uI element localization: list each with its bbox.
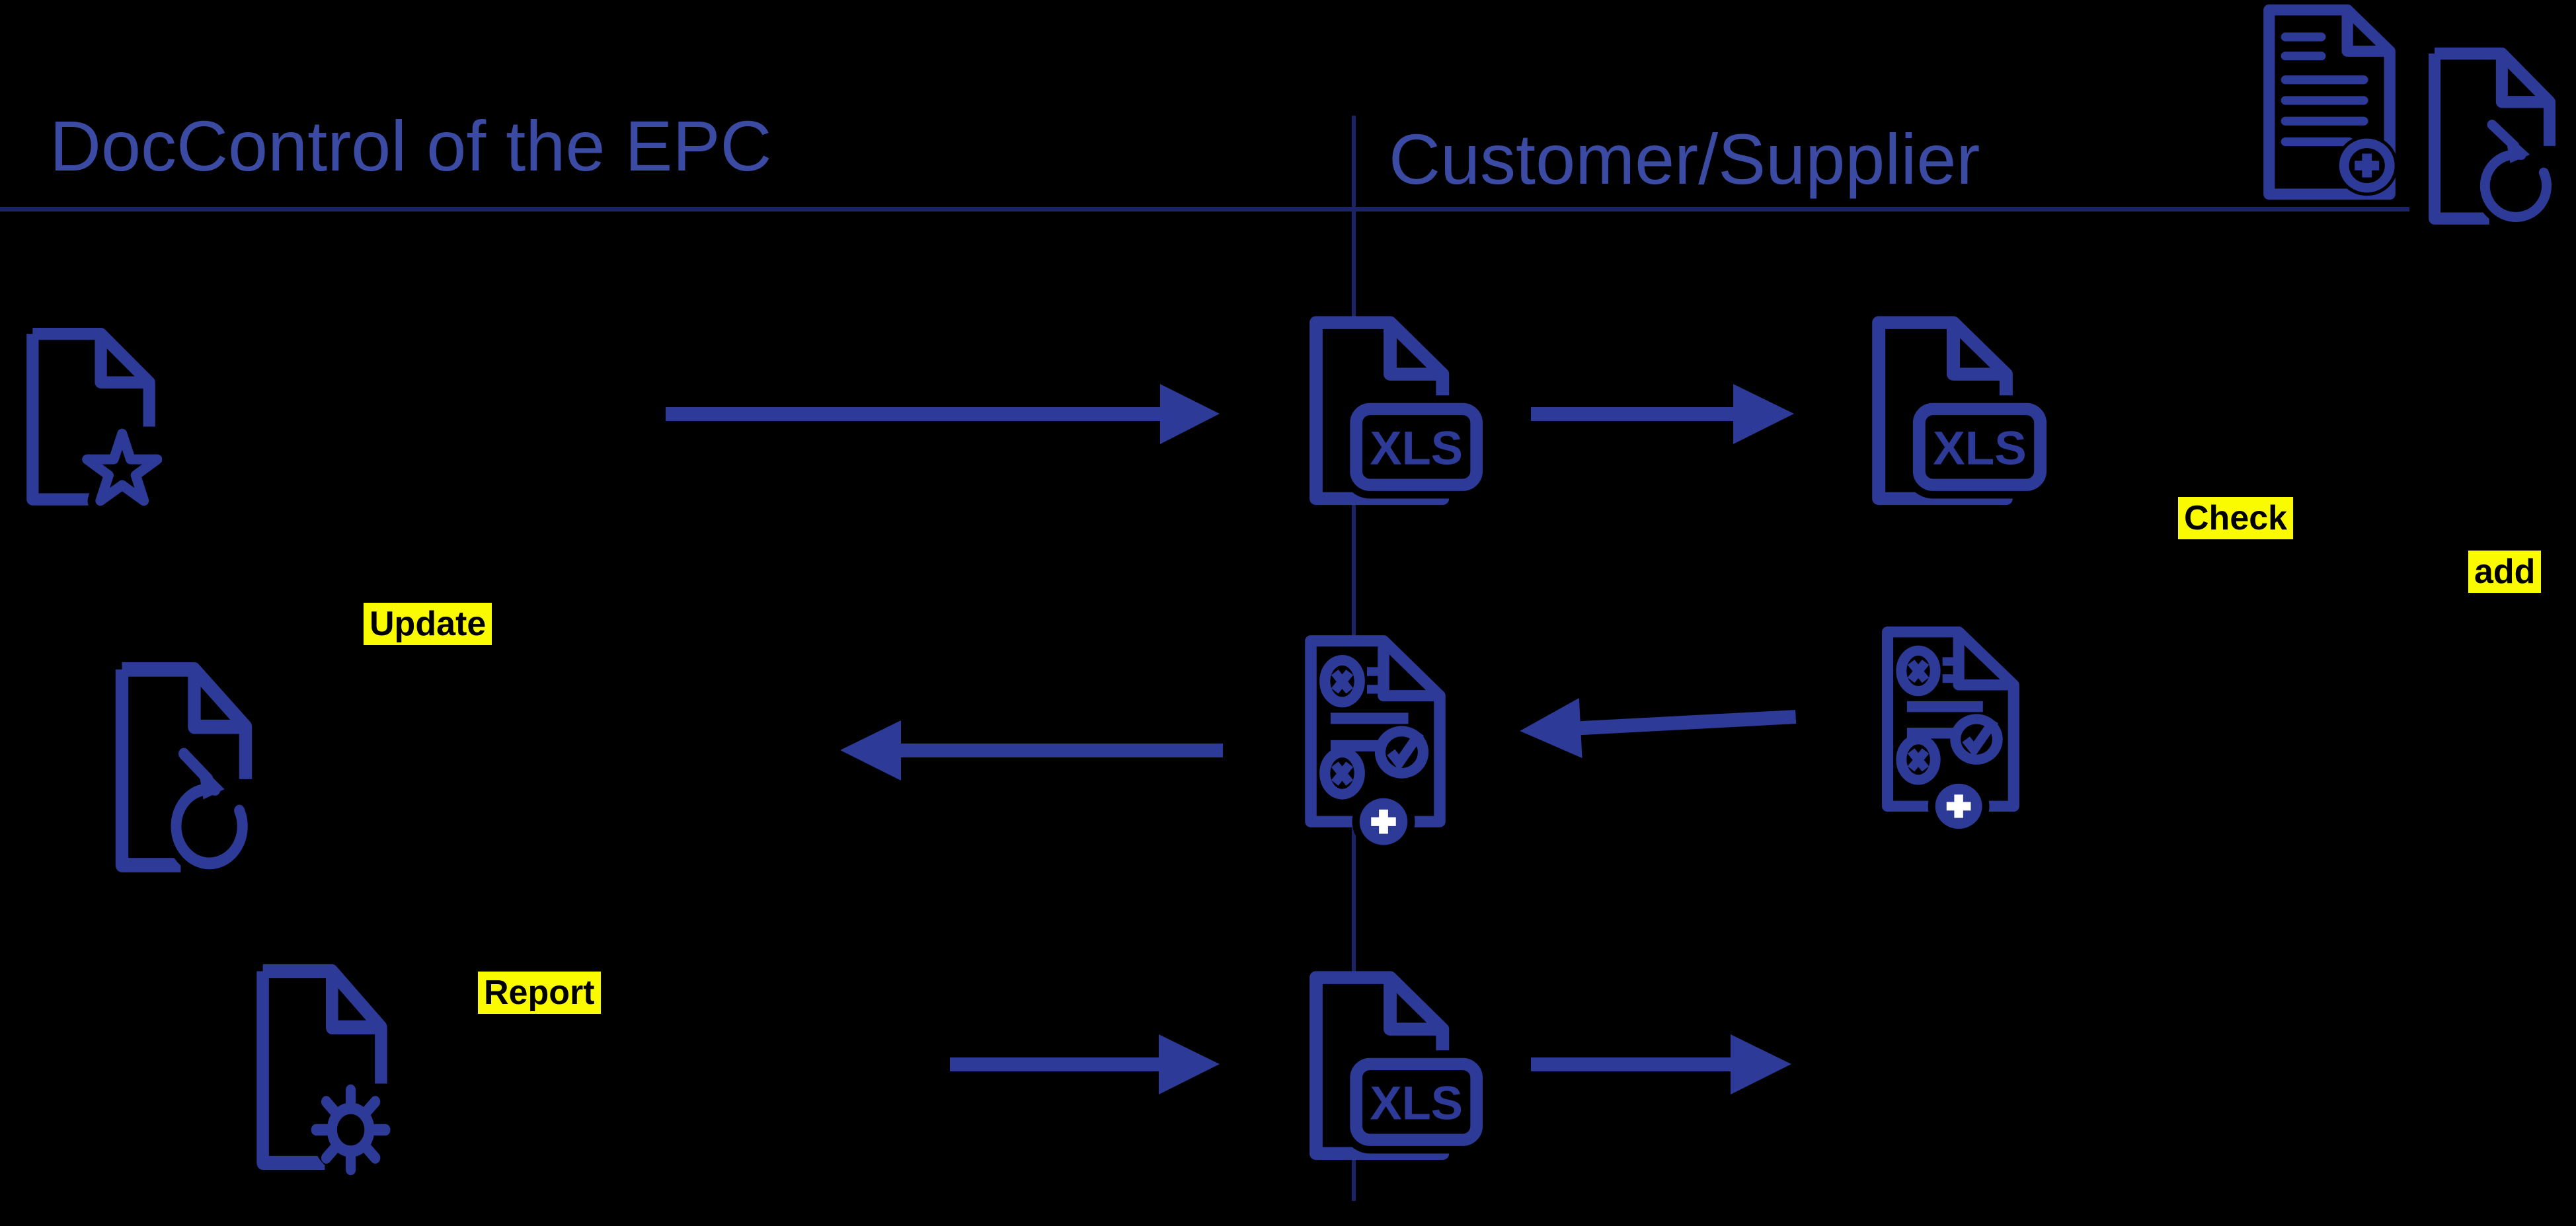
document-xls-icon xyxy=(1298,312,1483,512)
arrow-right-icon xyxy=(1531,384,1794,444)
document-xls-icon xyxy=(1860,312,2047,512)
arrow-right-icon xyxy=(950,1034,1220,1094)
arrow-left-icon xyxy=(840,720,1223,781)
document-refresh-icon xyxy=(2422,44,2562,231)
arrow-right-icon xyxy=(1531,1034,1791,1094)
document-checklist-add-icon xyxy=(1875,623,2020,837)
arrow-right-icon xyxy=(666,384,1220,444)
lane-title-epc: DocControl of the EPC xyxy=(50,106,772,186)
document-gear-icon xyxy=(250,960,394,1178)
header-divider-line xyxy=(0,207,2409,211)
document-xls-icon xyxy=(1298,967,1483,1167)
document-add-icon xyxy=(2259,2,2400,215)
check-label: Check xyxy=(2178,497,2294,539)
lane-title-customer-supplier: Customer/Supplier xyxy=(1389,119,1980,199)
report-label: Report xyxy=(478,972,601,1014)
arrow-left-icon xyxy=(1520,698,1797,759)
add-label: add xyxy=(2468,551,2542,593)
update-label: Update xyxy=(364,603,492,645)
document-refresh-icon xyxy=(108,658,259,880)
document-star-icon xyxy=(20,324,162,512)
document-checklist-add-icon xyxy=(1298,631,1446,854)
